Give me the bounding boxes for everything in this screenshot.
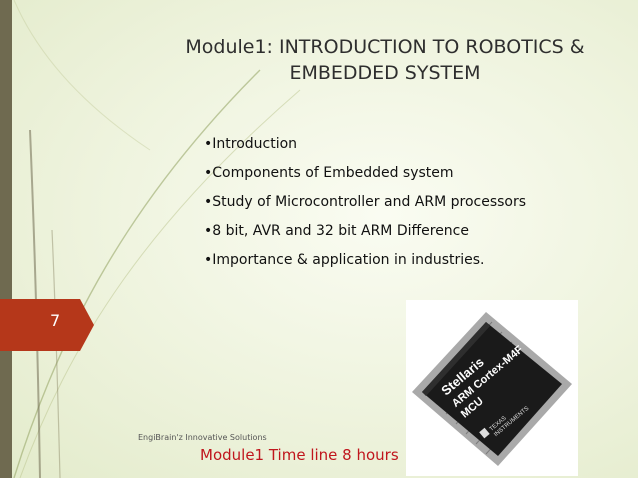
slide-title: Module1: INTRODUCTION TO ROBOTICS & EMBE…: [170, 34, 600, 86]
chip-image: Stellaris ARM Cortex-M4F MCU TEXAS INSTR…: [406, 300, 578, 476]
ti-logo-icon: [479, 427, 490, 439]
page-number: 7: [50, 311, 61, 330]
footer-company: EngiBrain'z Innovative Solutions: [138, 433, 267, 442]
bullet-item: •Study of Microcontroller and ARM proces…: [204, 194, 527, 210]
bullet-item: •Importance & application in industries.: [204, 252, 485, 268]
bullet-item: •8 bit, AVR and 32 bit ARM Difference: [204, 223, 469, 239]
bullet-item: •Components of Embedded system: [204, 165, 454, 181]
left-accent-bar: [0, 0, 12, 478]
bullet-list: •Introduction •Components of Embedded sy…: [204, 135, 526, 280]
bullet-item: •Introduction: [204, 136, 298, 152]
footer-timeline: Module1 Time line 8 hours: [200, 446, 399, 464]
title-line-1: Module1: INTRODUCTION TO ROBOTICS &: [185, 36, 585, 58]
title-line-2: EMBEDDED SYSTEM: [289, 62, 481, 84]
page-number-tab: [0, 299, 94, 351]
